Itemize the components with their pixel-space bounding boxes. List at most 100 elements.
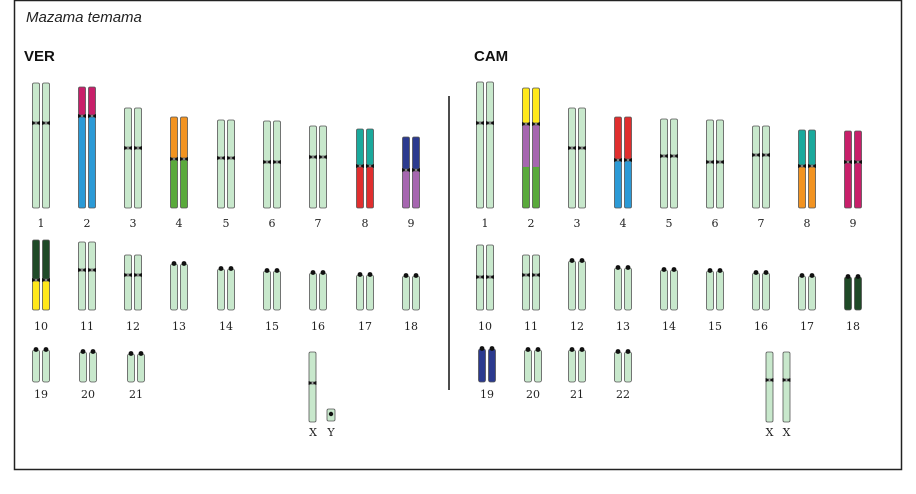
q-arm (32, 349, 40, 383)
q-arm (578, 148, 586, 209)
centromere (486, 275, 494, 279)
centromere (625, 349, 631, 354)
chromosome-pair-12: 12 (568, 258, 586, 333)
chromosome-pair-1: 1 (476, 81, 494, 230)
q-arm (124, 275, 132, 311)
chromosome-label: 9 (408, 217, 415, 230)
chromatid (366, 272, 374, 311)
q-arm (762, 272, 770, 311)
chromosome-pair-3: 3 (124, 107, 142, 230)
chromatid (844, 130, 852, 209)
chromosome-pair-2: 2 (78, 86, 96, 230)
chromosome-pair-20: 20 (524, 347, 542, 401)
q-arm (752, 272, 760, 311)
p-arm (124, 254, 132, 275)
centromere (486, 121, 494, 125)
chromosome-pair-18: 18 (402, 273, 420, 333)
centromere (706, 160, 714, 164)
q-arm (568, 349, 576, 383)
chromatid (670, 118, 678, 209)
chromosome-label: 13 (172, 320, 186, 333)
p-arm (217, 119, 225, 158)
chromatid (532, 254, 540, 311)
chromatid (134, 254, 142, 311)
chromosome-pair-7: 7 (309, 125, 327, 230)
centromere (181, 261, 187, 266)
chromosome-pair-11: 11 (78, 241, 96, 333)
chromosome-label: 20 (81, 388, 95, 401)
centromere (717, 268, 723, 273)
centromere (782, 378, 791, 382)
q-arm (88, 270, 96, 311)
chromosome-pair-4: 4 (614, 116, 632, 230)
chromosome-pair-22: 22 (614, 349, 632, 401)
centromere (308, 381, 317, 385)
chromatid (32, 347, 40, 383)
centromere (274, 268, 280, 273)
q-arm (478, 348, 486, 383)
p-arm (476, 244, 484, 277)
centromere (218, 266, 224, 271)
chromatid (79, 349, 87, 383)
p-arm (670, 118, 678, 156)
chromosome-pair-13: 13 (170, 261, 188, 333)
q-arm (614, 267, 622, 311)
chromosome-label: 14 (219, 320, 233, 333)
chromosome-pair-10: 10 (476, 244, 494, 333)
chromatid (578, 258, 586, 311)
chromosome-label: 17 (800, 320, 814, 333)
p-arm (522, 87, 530, 124)
chromosome-pair-6: 6 (706, 119, 724, 230)
centromere (32, 121, 40, 125)
centromere (765, 378, 774, 382)
p-arm (706, 119, 714, 162)
chromosome-label: 7 (758, 217, 765, 230)
chromosome-label: 19 (480, 388, 494, 401)
chromosome-label: 21 (129, 388, 143, 401)
centromere (78, 268, 86, 272)
q-arm (412, 275, 420, 311)
chromatid (624, 349, 632, 383)
q-arm (32, 123, 40, 209)
q-arm (578, 349, 586, 383)
chromosome-label: 12 (570, 320, 584, 333)
q-arm (134, 275, 142, 311)
chromosome-pair-17: 17 (356, 272, 374, 333)
chromosome-pair-19: 19 (32, 347, 50, 401)
chromosome-label: X (766, 426, 774, 439)
chromatid (273, 268, 281, 311)
q-arm (522, 275, 530, 311)
chromosome-pair-1: 1 (32, 82, 50, 230)
centromere (522, 122, 530, 126)
q-arm (134, 148, 142, 209)
chromosome-label: X (783, 426, 791, 439)
q-arm (578, 260, 586, 311)
chromosome-pair-16: 16 (309, 270, 327, 333)
q-arm (476, 123, 484, 209)
centromere (328, 411, 334, 417)
centromere (625, 265, 631, 270)
q-arm (263, 270, 271, 311)
centromere (217, 156, 225, 160)
chromosome-label: 16 (311, 320, 325, 333)
p-arm (170, 116, 178, 159)
p-arm (798, 129, 806, 166)
p-arm (42, 239, 50, 280)
centromere (90, 349, 96, 354)
p-arm (124, 107, 132, 148)
centromere (134, 146, 142, 150)
p-arm (568, 107, 576, 148)
q-arm (366, 274, 374, 311)
chromosome-pair-5: 5 (217, 119, 235, 230)
chromatid (624, 116, 632, 209)
q-arm (854, 162, 862, 209)
chromosome-y: Y (326, 408, 336, 439)
centromere (569, 258, 575, 263)
q-arm (42, 349, 50, 383)
q-arm (263, 162, 271, 209)
chromatid (42, 239, 50, 311)
q-arm (706, 270, 714, 311)
chromatid (478, 346, 486, 383)
